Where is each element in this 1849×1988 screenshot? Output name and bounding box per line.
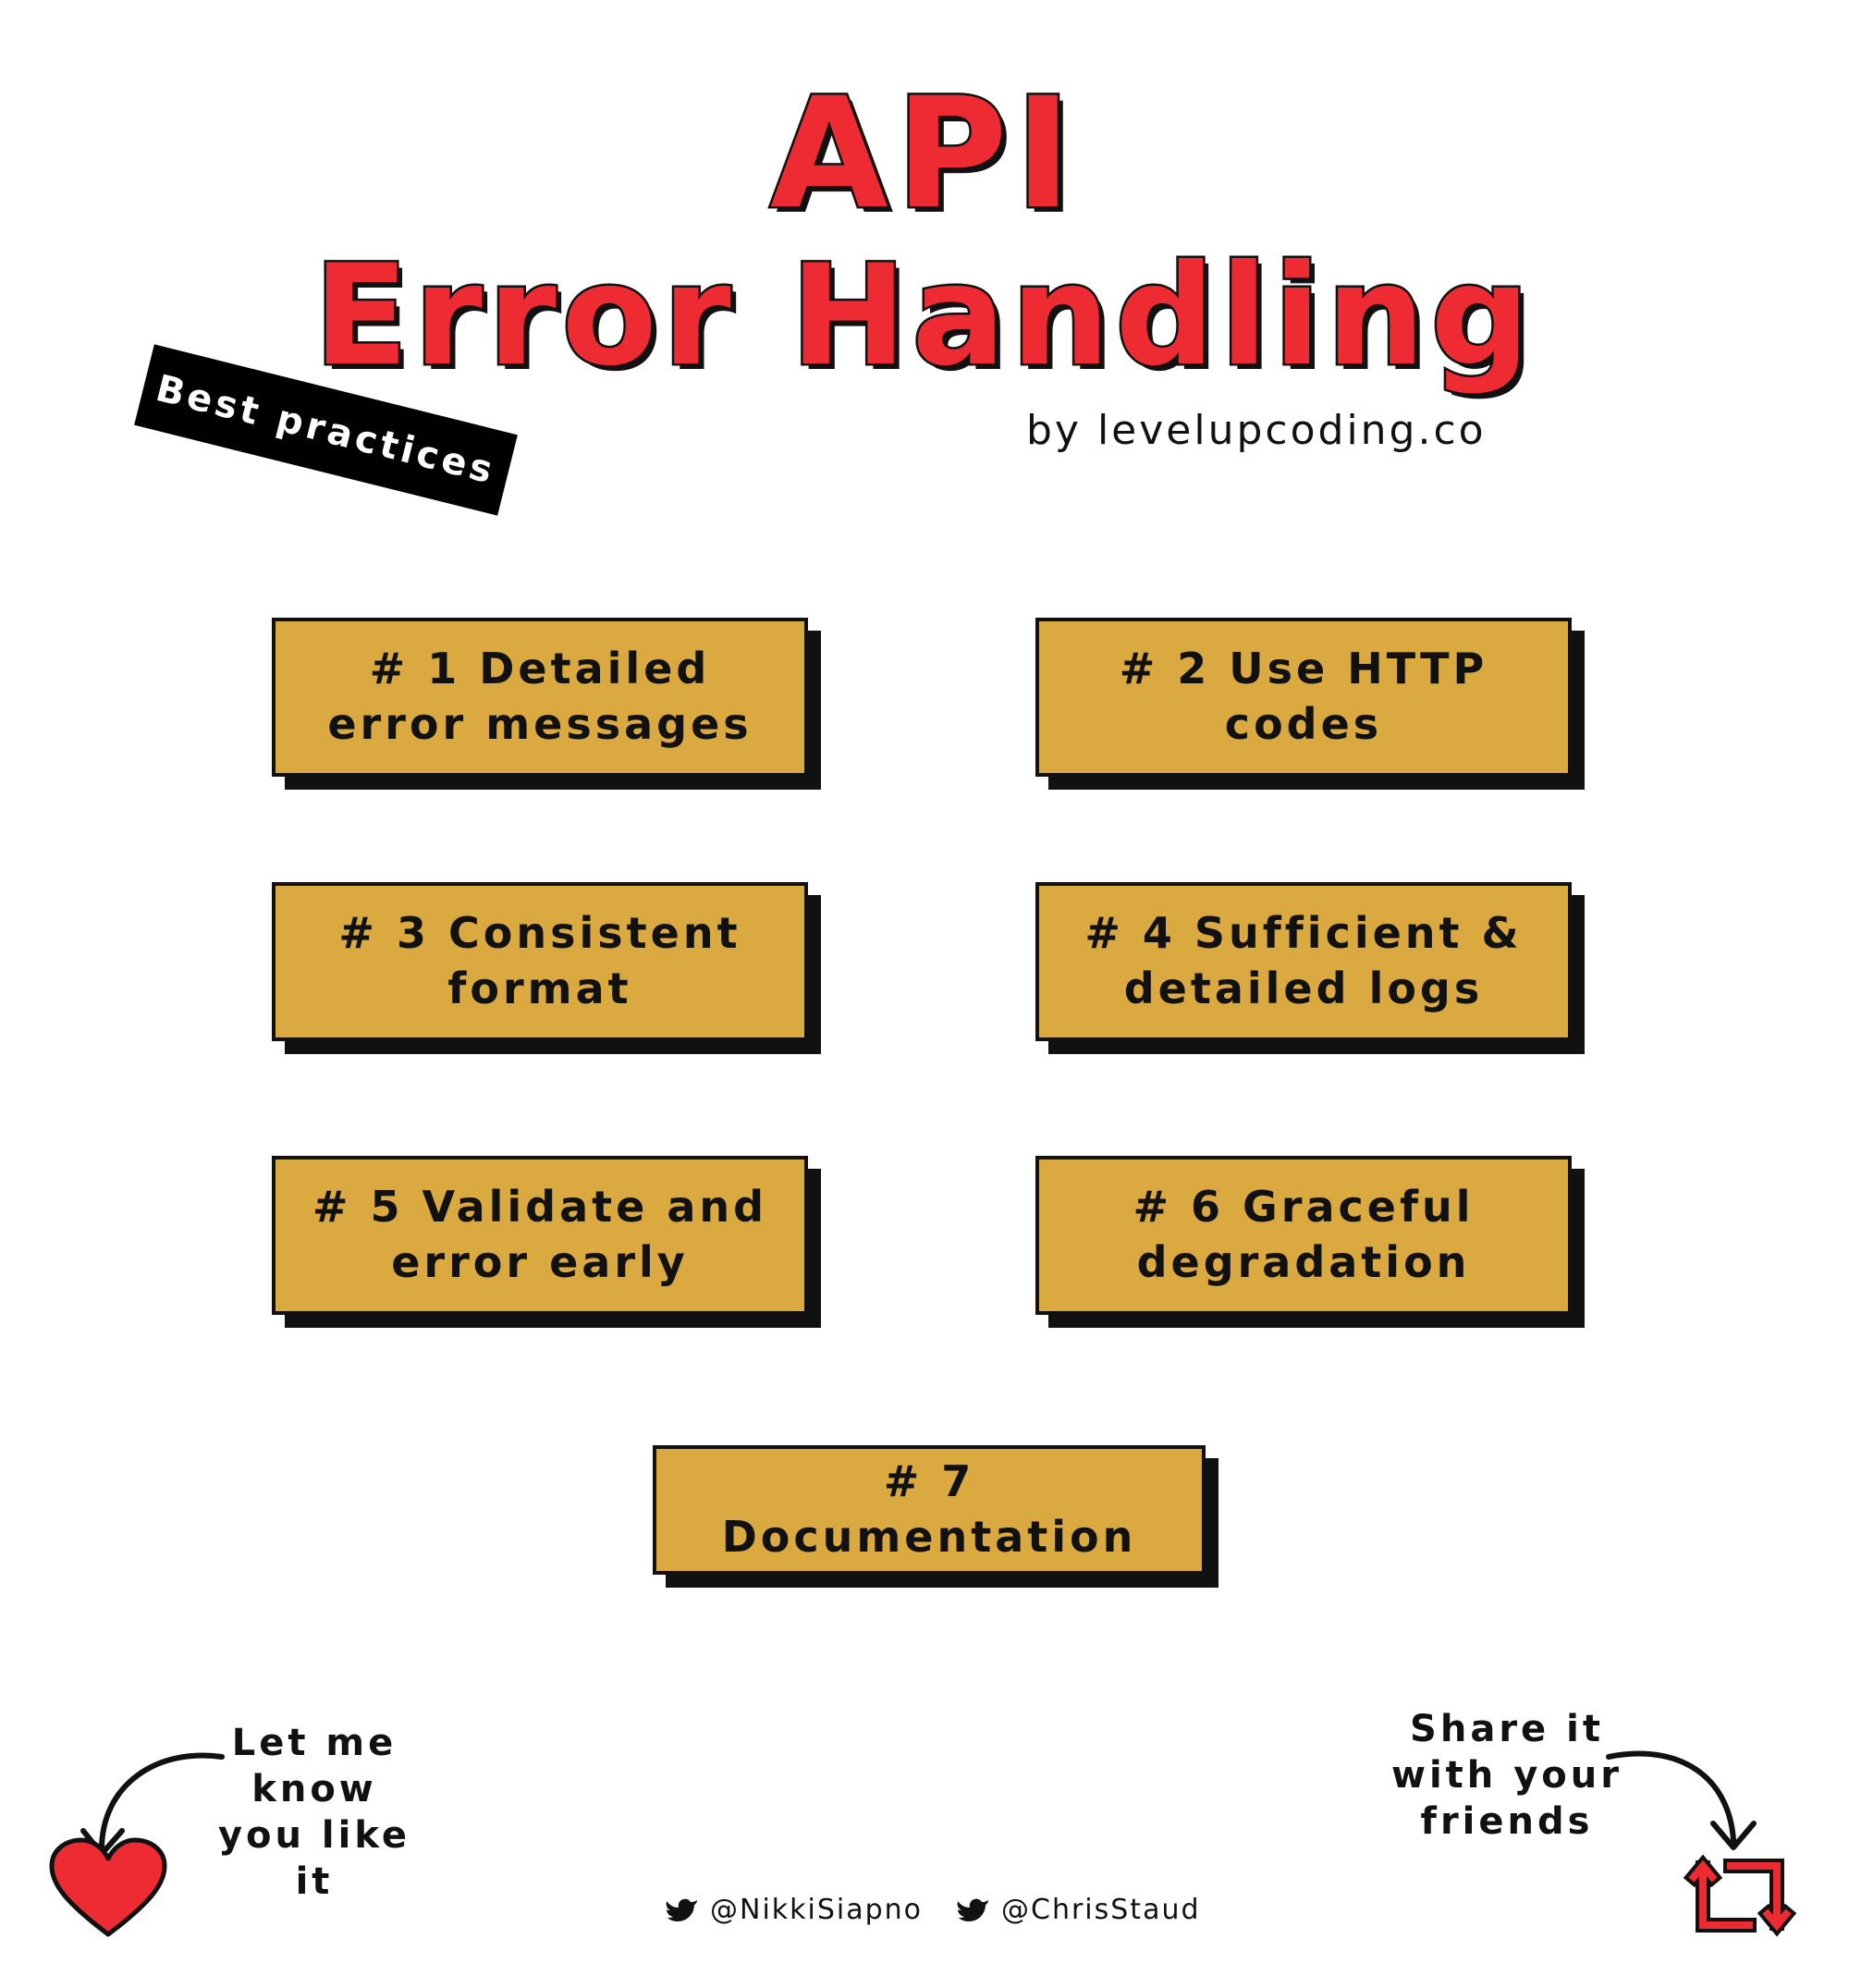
share-note: Share it with your friends [1391, 1708, 1622, 1843]
heart-icon[interactable] [48, 1837, 168, 1940]
practice-card-3: # 3 Consistent format [272, 882, 808, 1041]
title-line-api: API [767, 63, 1080, 245]
handle-nikki[interactable]: @NikkiSiapno [666, 1894, 923, 1926]
twitter-bird-icon [666, 1898, 697, 1921]
handle-nikki-text: @NikkiSiapno [710, 1894, 924, 1926]
handle-chris-text: @ChrisStaud [1001, 1894, 1201, 1926]
twitter-bird-icon [957, 1898, 988, 1921]
practice-card-4: # 4 Sufficient & detailed logs [1035, 882, 1572, 1041]
title-line-error-handling: Error Handling [312, 234, 1536, 399]
byline: by levelupcoding.co [1026, 407, 1487, 454]
practice-card-6: # 6 Graceful degradation [1035, 1156, 1572, 1315]
practice-card-2: # 2 Use HTTP codes [1035, 618, 1572, 777]
curved-arrow-right-icon [1606, 1750, 1757, 1850]
practice-card-1: # 1 Detailed error messages [272, 618, 808, 777]
handle-chris[interactable]: @ChrisStaud [957, 1894, 1201, 1926]
like-note: Let me know you like it [217, 1722, 411, 1903]
retweet-icon[interactable] [1675, 1849, 1805, 1942]
practice-card-7: # 7 Documentation [653, 1445, 1206, 1575]
practice-card-5: # 5 Validate and error early [272, 1156, 808, 1315]
